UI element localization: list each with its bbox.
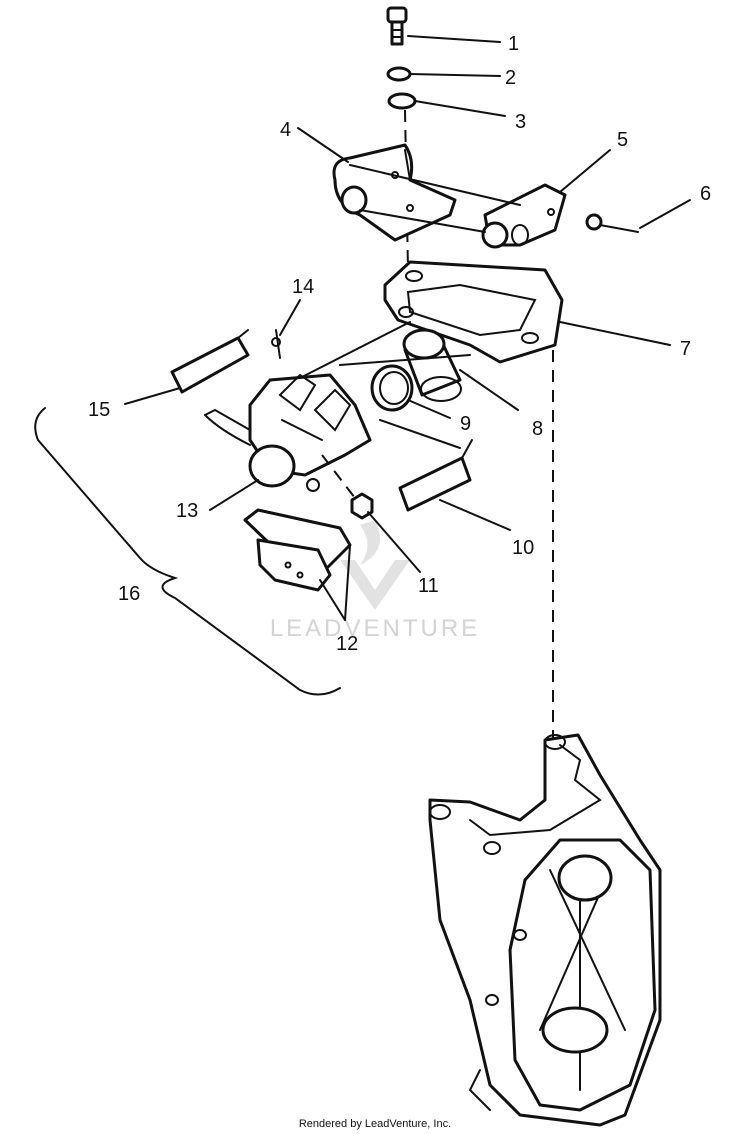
- part-12-brake-pads: [243, 508, 352, 592]
- callout-7: 7: [680, 338, 691, 360]
- callout-6: 6: [700, 183, 711, 205]
- callout-4: 4: [280, 119, 291, 141]
- callout-1: 1: [508, 33, 519, 55]
- part-1-bolt: [386, 6, 408, 46]
- callout-16: 16: [118, 583, 140, 605]
- part-3-flat-washer: [387, 92, 417, 110]
- callout-8: 8: [532, 418, 543, 440]
- callout-13: 13: [176, 500, 198, 522]
- part-2-lock-washer: [386, 66, 412, 82]
- part-14-bleeder: [271, 329, 281, 359]
- part-10-shim: [398, 439, 473, 512]
- callout-labels: 1 2 3 4 5 6 7 8 9 10 11 12 13 14 15 16: [88, 33, 711, 655]
- leader-lines: [124, 35, 691, 740]
- watermark-text: LEADVENTURE: [270, 615, 480, 642]
- part-5-sleeve-bracket: [481, 183, 567, 249]
- assembly-bracket-16: [34, 407, 341, 696]
- footer-credit: Rendered by LeadVenture, Inc.: [299, 1118, 451, 1130]
- part-13-caliper: [204, 373, 372, 492]
- callout-11: 11: [418, 575, 439, 597]
- callout-10: 10: [512, 537, 534, 559]
- callout-5: 5: [617, 129, 628, 151]
- callout-12: 12: [336, 633, 358, 655]
- callout-3: 3: [515, 111, 526, 133]
- part-7-mounting-plate: [383, 260, 564, 364]
- part-15-shim: [170, 329, 250, 394]
- chaincase-housing: [428, 733, 662, 1127]
- callout-15: 15: [88, 399, 110, 421]
- part-4-upper-bracket: [332, 143, 457, 242]
- watermark-logo: [340, 520, 410, 610]
- callout-2: 2: [505, 67, 516, 89]
- callout-14: 14: [292, 276, 314, 298]
- part-9-snap-ring: [370, 364, 414, 412]
- part-6-screw: [585, 213, 639, 233]
- callout-9: 9: [460, 413, 471, 435]
